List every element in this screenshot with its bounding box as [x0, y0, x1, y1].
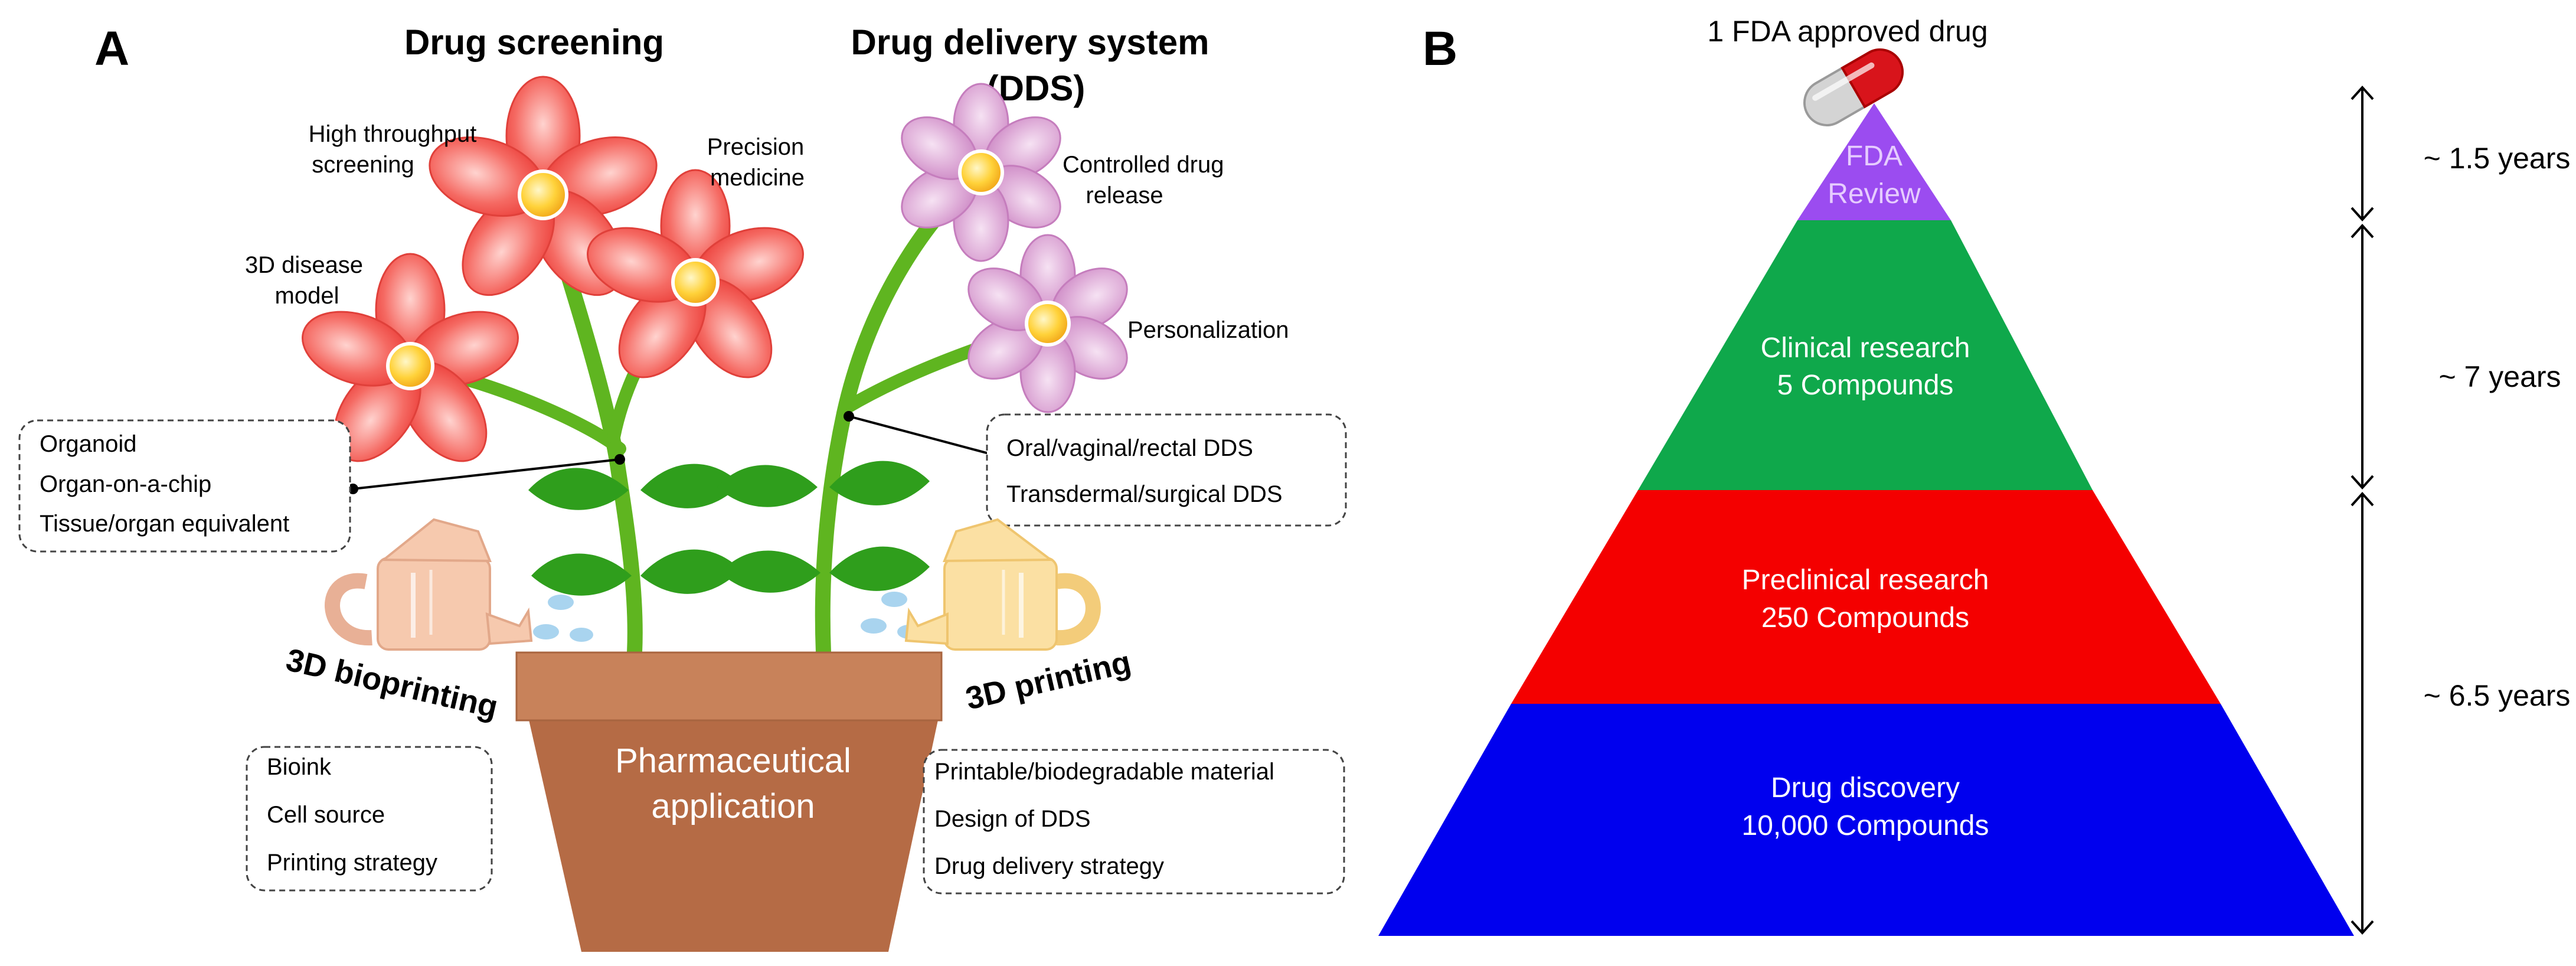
bioprinting-box — [246, 746, 493, 892]
duration-labels: ~ 1.5 years ~ 7 years ~ 6.5 years — [2424, 142, 2571, 712]
bioprinting-label: 3D bioprinting — [283, 642, 501, 725]
printing-callout: Printable/biodegradable material Design … — [923, 749, 1345, 895]
tier-drug-discovery — [1378, 704, 2354, 936]
drug-screening-heading: Drug screening — [404, 22, 664, 62]
dds-types-box — [986, 413, 1347, 527]
label-disease-line1: 3D disease — [245, 252, 363, 278]
flower-3d-disease-model — [302, 253, 519, 462]
connector-dot — [614, 454, 625, 465]
printing-item: Printable/biodegradable material — [934, 759, 1274, 785]
tier-preclinical-line2: 250 Compounds — [1761, 602, 1969, 634]
label-controlled-line2: release — [1086, 182, 1163, 208]
label-hts-line2: screening — [312, 152, 414, 178]
flower-precision-medicine — [587, 169, 804, 378]
panel-b: B 1 FDA approved drug FDA Review Clinica… — [1378, 15, 2570, 936]
dds-heading-line1: Drug delivery system — [851, 22, 1209, 62]
label-hts-line1: High throughput — [309, 121, 477, 147]
screening-models-callout: Organoid Organ-on-a-chip Tissue/organ eq… — [18, 419, 625, 553]
capsule-pill-icon — [1803, 48, 1904, 126]
dds-type-item: Oral/vaginal/rectal DDS — [1006, 435, 1253, 461]
bioprinting-item: Printing strategy — [267, 850, 437, 876]
leaf-icon — [528, 468, 629, 510]
tier-clinical-research — [1638, 220, 2093, 490]
leaf-icon — [717, 465, 818, 507]
printing-item: Design of DDS — [934, 806, 1091, 832]
bioprinting-item: Bioink — [267, 754, 332, 780]
label-precision-line2: medicine — [710, 165, 805, 191]
flower-high-throughput — [429, 76, 658, 296]
connector-line — [848, 415, 998, 457]
tier-fda-line1: FDA — [1846, 141, 1902, 172]
pyramid — [1378, 103, 2354, 936]
leaf-icon — [531, 553, 632, 596]
printing-label: 3D printing — [962, 644, 1134, 717]
tier-discovery-line2: 10,000 Compounds — [1742, 810, 1989, 841]
screening-model-item: Tissue/organ equivalent — [40, 511, 289, 537]
dds-type-item: Transdermal/surgical DDS — [1006, 481, 1283, 507]
screening-model-item: Organ-on-a-chip — [40, 471, 211, 497]
bioprinting-item: Cell source — [267, 802, 385, 828]
fda-approved-drug-label: 1 FDA approved drug — [1707, 15, 1987, 48]
dds-types-callout: Oral/vaginal/rectal DDS Transdermal/surg… — [844, 411, 1347, 527]
panel-b-letter: B — [1423, 22, 1457, 76]
leaf-icon — [640, 464, 741, 508]
tier-preclinical-research — [1511, 490, 2221, 704]
tier-labels: FDA Review Clinical research 5 Compounds… — [1742, 141, 1989, 841]
tier-discovery-line1: Drug discovery — [1771, 772, 1960, 804]
flower-labels: High throughput screening Precision medi… — [245, 121, 1289, 343]
screening-models-box — [18, 419, 351, 553]
tier-fda-review — [1797, 103, 1951, 220]
duration-arrows — [2351, 86, 2374, 935]
left-watering-can-icon — [325, 518, 533, 651]
label-disease-line2: model — [275, 283, 339, 309]
leaf-icon — [829, 546, 930, 591]
screening-model-item: Organoid — [40, 431, 137, 457]
leaves — [528, 461, 930, 596]
flower-controlled-release — [901, 83, 1061, 262]
tier-preclinical-line1: Preclinical research — [1742, 564, 1989, 596]
connector-line — [352, 458, 620, 490]
tier-clinical-line1: Clinical research — [1761, 332, 1970, 364]
right-watering-can-icon — [904, 518, 1101, 651]
duration-label: ~ 1.5 years — [2424, 142, 2571, 175]
pot-label-line1: Pharmaceutical — [615, 742, 851, 780]
printing-box — [923, 749, 1345, 895]
panel-a-letter: A — [94, 22, 129, 76]
leaf-icon — [829, 461, 930, 505]
flower-personalization — [967, 234, 1128, 413]
duration-label: ~ 7 years — [2438, 360, 2561, 393]
leaf-icon — [640, 549, 741, 594]
pot-label-line2: application — [651, 787, 815, 825]
panel-a: A Drug screening Drug delivery system (D… — [18, 22, 1347, 952]
leaf-icon — [720, 550, 820, 593]
printing-item: Drug delivery strategy — [934, 853, 1164, 879]
connector-dot — [844, 411, 854, 422]
pot-body — [528, 717, 939, 952]
label-personalization: Personalization — [1127, 317, 1289, 343]
water-drops — [533, 592, 921, 642]
tier-clinical-line2: 5 Compounds — [1777, 370, 1954, 401]
label-precision-line1: Precision — [707, 134, 805, 160]
pot-rim — [515, 651, 943, 722]
tier-fda-line2: Review — [1828, 178, 1921, 210]
label-controlled-line1: Controlled drug — [1063, 152, 1224, 178]
flower-pot: Pharmaceutical application — [515, 651, 943, 952]
duration-label: ~ 6.5 years — [2424, 679, 2571, 712]
bioprinting-callout: Bioink Cell source Printing strategy — [246, 746, 493, 892]
